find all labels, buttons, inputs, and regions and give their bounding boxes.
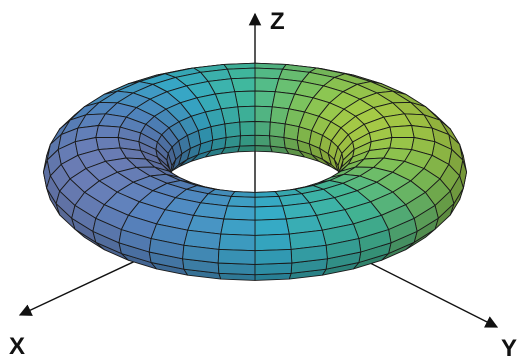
torus-mesh-cell — [210, 123, 227, 141]
torus-mesh-cell — [254, 205, 287, 221]
torus-mesh-cell — [220, 218, 256, 236]
torus-mesh-cell — [254, 248, 293, 265]
torus-mesh-cell — [239, 134, 256, 147]
torus-mesh-cell — [254, 121, 271, 137]
x-axis-label: X — [9, 333, 25, 360]
torus-surface — [42, 62, 468, 281]
torus-mesh-cell — [254, 67, 284, 80]
torus-mesh-cell — [223, 205, 256, 221]
torus-mesh-cell — [226, 67, 256, 80]
torus-mesh-cell — [224, 121, 241, 138]
y-axis-label: Y — [501, 335, 517, 360]
torus-mesh-cell — [254, 105, 273, 123]
torus-mesh-cell — [254, 90, 276, 108]
torus-mesh-cell — [95, 125, 121, 138]
torus-mesh-cell — [234, 90, 256, 108]
torus-mesh-cell — [254, 218, 290, 236]
torus-mesh-cell — [283, 123, 300, 141]
torus-mesh-cell — [254, 134, 271, 147]
torus-mesh-cell — [269, 121, 286, 138]
torus-mesh-cell — [389, 125, 415, 138]
torus-mesh-cell — [226, 195, 256, 208]
torus-mesh-cell — [217, 262, 256, 276]
torus-mesh-cell — [254, 195, 284, 208]
torus-mesh-cell — [254, 233, 292, 252]
torus-mesh-cell — [217, 248, 256, 265]
torus-mesh-cell — [230, 77, 256, 93]
z-axis-label: Z — [270, 8, 285, 35]
torus-mesh-cell — [239, 121, 256, 137]
torus-mesh-cell — [218, 233, 256, 252]
torus-mesh-cell — [254, 262, 293, 276]
torus-mesh-cell — [237, 105, 256, 123]
torus-mesh-cell — [254, 77, 280, 93]
